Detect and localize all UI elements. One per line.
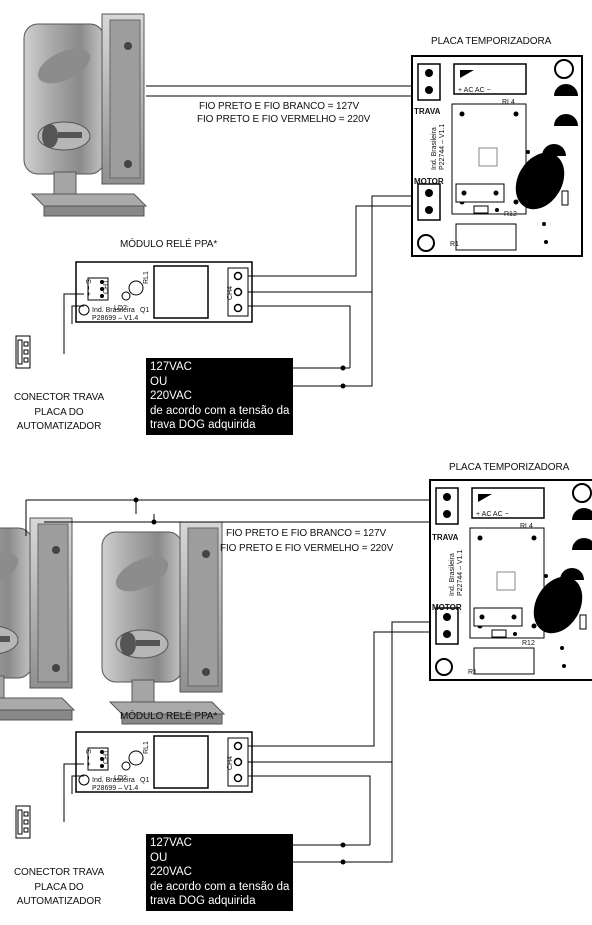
relay-pins-silk: + − S	[86, 749, 93, 766]
r12-silk: R12	[504, 211, 517, 218]
relay-mfr2-silk: P28699 – V1.4	[92, 785, 138, 792]
electric-lock-device-1	[0, 517, 75, 721]
ld2-silk: LD2	[114, 775, 127, 782]
connector-label-line: CONECTOR TRAVA	[13, 867, 105, 878]
r12-silk: R12	[522, 640, 535, 647]
power-line: de acordo com a tensão da	[150, 404, 290, 417]
connector-label: CONECTOR TRAVA PLACA DO AUTOMATIZADOR	[0, 391, 118, 435]
lock-connector	[15, 805, 31, 839]
trava-silk: TRAVA	[432, 533, 459, 542]
mfr1-silk: Ind. Brasileira	[449, 553, 456, 596]
rl1-silk: RL1	[143, 741, 150, 754]
ch4-silk: CH4	[227, 286, 234, 300]
connector-label-line: PLACA DO	[34, 406, 84, 418]
connector-label: CONECTOR TRAVA PLACA DO AUTOMATIZADOR	[0, 866, 118, 910]
power-line: 220VAC	[150, 390, 192, 402]
bottom-board-silkscreen: TRAVA MOTOR + AC AC − RL4 R12 R1 Ind. Br…	[432, 511, 535, 676]
motor-silk: MOTOR	[432, 603, 462, 612]
r1-silk: R1	[450, 241, 459, 248]
power-line: OU	[150, 851, 168, 864]
relay-mfr1-silk: Ind. Brasileira	[92, 777, 135, 784]
electric-lock-device	[23, 13, 147, 217]
rl4-silk: RL4	[520, 523, 533, 530]
relay-title: MÓDULO RELÉ PPA*	[120, 239, 218, 250]
ch4-silk: CH4	[227, 756, 234, 770]
relay-mfr2-silk: P28699 – V1.4	[92, 315, 138, 322]
relay-mfr1-silk: Ind. Brasileira	[92, 307, 135, 314]
power-line: trava DOG adquirida	[150, 895, 256, 907]
bottom-diagram	[0, 479, 592, 866]
power-line: de acordo com a tensão da	[150, 880, 290, 893]
electric-lock-device-2	[101, 521, 225, 725]
wire-note-220: FIO PRETO E FIO VERMELHO = 220V	[197, 114, 371, 125]
relay-silkscreen-top: + − S CH1 RL1 CH4 LD2 Q1 Ind. Brasileira…	[86, 271, 234, 322]
power-line: OU	[150, 375, 168, 388]
rl4-silk: RL4	[502, 99, 515, 106]
connector-label-line: AUTOMATIZADOR	[16, 896, 102, 907]
connector-label-line: CONECTOR TRAVA	[13, 392, 105, 403]
relay-pins-silk: + − S	[86, 279, 93, 296]
board-title: PLACA TEMPORIZADORA	[449, 462, 570, 473]
connector-label-line: PLACA DO	[34, 881, 84, 893]
connector-label-line: AUTOMATIZADOR	[16, 421, 102, 432]
motor-silk: MOTOR	[414, 177, 444, 186]
q1-silk: Q1	[140, 307, 149, 314]
top-diagram	[15, 13, 583, 390]
trava-silk: TRAVA	[414, 107, 441, 116]
power-line: 127VAC	[150, 361, 192, 373]
top-board-silkscreen: TRAVA MOTOR + AC AC − RL4 R12 R1 Ind. Br…	[414, 87, 517, 248]
wire-note-220: FIO PRETO E FIO VERMELHO = 220V	[220, 543, 394, 554]
lock-connector	[15, 335, 31, 369]
mfr1-silk: Ind. Brasileira	[431, 127, 438, 170]
board-title: PLACA TEMPORIZADORA	[431, 36, 552, 47]
power-spec-box: 127VAC OU 220VAC de acordo com a tensão …	[146, 834, 294, 911]
relay-silkscreen-bottom: + − S CH1 RL1 CH4 LD2 Q1 Ind. Brasileira…	[86, 741, 234, 792]
rl4-pins-silk: + AC AC −	[476, 511, 509, 518]
rl4-pins-silk: + AC AC −	[458, 87, 491, 94]
relay-title: MÓDULO RELÉ PPA*	[120, 711, 218, 722]
ch1-silk: CH1	[103, 280, 110, 294]
power-line: trava DOG adquirida	[150, 419, 256, 431]
wire-note-127: FIO PRETO E FIO BRANCO = 127V	[199, 101, 360, 112]
mfr2-silk: P22744 – V1.1	[439, 124, 446, 170]
ld2-silk: LD2	[114, 305, 127, 312]
power-spec-box: 127VAC OU 220VAC de acordo com a tensão …	[146, 358, 294, 435]
q1-silk: Q1	[140, 777, 149, 784]
rl1-silk: RL1	[143, 271, 150, 284]
power-line: 220VAC	[150, 866, 192, 878]
wire-note-127: FIO PRETO E FIO BRANCO = 127V	[226, 528, 387, 539]
mfr2-silk: P22744 – V1.1	[457, 550, 464, 596]
power-line: 127VAC	[150, 837, 192, 849]
ch1-silk: CH1	[103, 750, 110, 764]
r1-silk: R1	[468, 669, 477, 676]
